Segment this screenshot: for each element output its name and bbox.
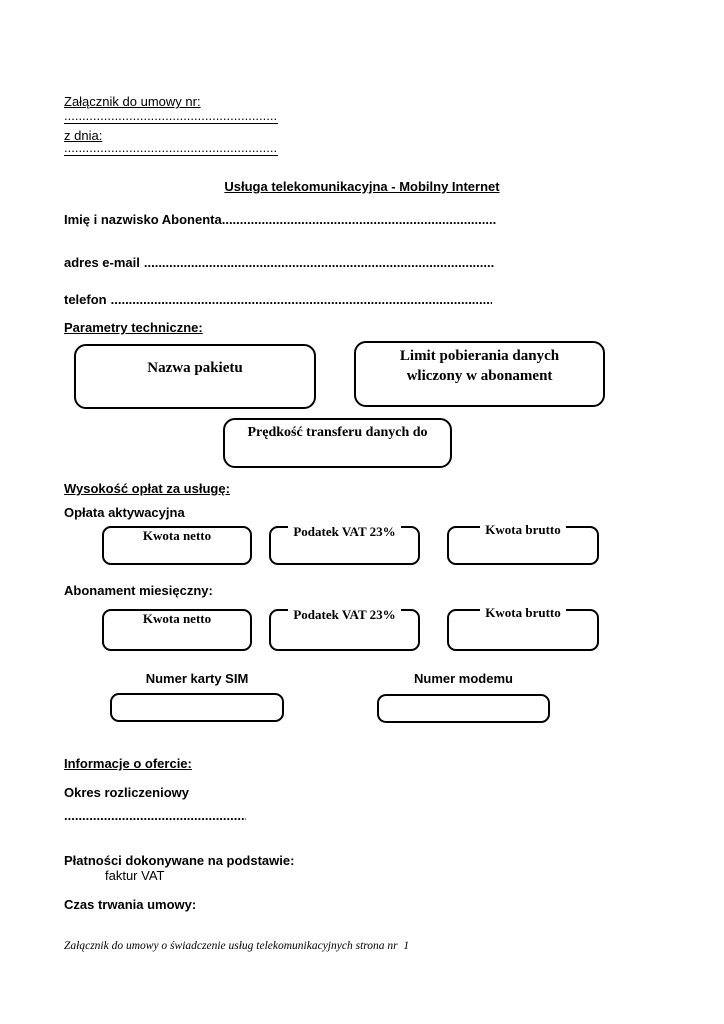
attachment-date-blank: ........................................… — [64, 140, 278, 156]
offer-info-heading: Informacje o ofercie: — [64, 756, 192, 771]
monthly-net-box-label: Kwota netto — [142, 611, 212, 626]
subscriber-name-field: Imię i nazwisko Abonenta ...............… — [64, 212, 496, 228]
monthly-gross-box-label: Kwota brutto — [449, 605, 597, 620]
transfer-speed-box-label: Prędkość transferu danych do — [247, 425, 428, 440]
subscriber-phone-label: telefon — [64, 292, 107, 307]
modem-number-label: Numer modemu — [414, 671, 513, 686]
monthly-vat-box: Podatek VAT 23% — [269, 607, 420, 651]
payments-basis-value: faktur VAT — [105, 868, 165, 883]
attachment-date-label: z dnia: — [64, 128, 103, 143]
billing-period-blank: ........................................… — [64, 808, 246, 823]
technical-parameters-heading: Parametry techniczne: — [64, 320, 203, 335]
transfer-speed-box: Prędkość transferu danych do — [223, 418, 452, 468]
attachment-number-label: Załącznik do umowy nr: — [64, 94, 201, 109]
activation-net-box: Kwota netto — [102, 526, 252, 565]
page-footer: Załącznik do umowy o świadczenie usług t… — [64, 940, 410, 952]
subscriber-email-blank: ........................................… — [143, 255, 494, 270]
activation-gross-box: Kwota brutto — [447, 522, 599, 565]
payments-basis-label: Płatności dokonywane na podstawie: — [64, 853, 295, 868]
activation-gross-box-label: Kwota brutto — [449, 522, 597, 537]
monthly-fee-label: Abonament miesięczny: — [64, 583, 213, 598]
activation-net-box-label: Kwota netto — [142, 528, 212, 543]
subscriber-name-label: Imię i nazwisko Abonenta — [64, 212, 222, 227]
activation-fee-label: Opłata aktywacyjna — [64, 505, 185, 520]
attachment-number-blank: ........................................… — [64, 108, 278, 124]
monthly-net-box: Kwota netto — [102, 609, 252, 651]
subscriber-email-label: adres e-mail — [64, 255, 140, 270]
data-limit-box-label: Limit pobierania danych wliczony w abona… — [399, 348, 560, 384]
billing-period-label: Okres rozliczeniowy — [64, 785, 189, 800]
subscriber-name-blank: ........................................… — [221, 212, 496, 227]
sim-number-label: Numer karty SIM — [145, 671, 249, 686]
subscriber-email-field: adres e-mail ...........................… — [64, 255, 494, 271]
contract-duration-label: Czas trwania umowy: — [64, 897, 197, 912]
data-limit-box: Limit pobierania danych wliczony w abona… — [354, 341, 605, 407]
sim-number-box — [110, 693, 284, 722]
package-name-box-label: Nazwa pakietu — [147, 360, 243, 376]
monthly-gross-box: Kwota brutto — [447, 605, 599, 651]
monthly-vat-box-label: Podatek VAT 23% — [271, 607, 418, 622]
modem-number-box — [377, 694, 550, 723]
document-title-row: Usługa telekomunikacyjna - Mobilny Inter… — [0, 179, 724, 195]
subscriber-phone-field: telefon ................................… — [64, 292, 492, 308]
activation-vat-box-label: Podatek VAT 23% — [271, 524, 418, 539]
fees-heading: Wysokość opłat za usługę: — [64, 481, 230, 496]
package-name-box: Nazwa pakietu — [74, 344, 316, 409]
document-title: Usługa telekomunikacyjna - Mobilny Inter… — [224, 179, 500, 194]
activation-vat-box: Podatek VAT 23% — [269, 524, 420, 565]
subscriber-phone-blank: ........................................… — [110, 292, 492, 307]
